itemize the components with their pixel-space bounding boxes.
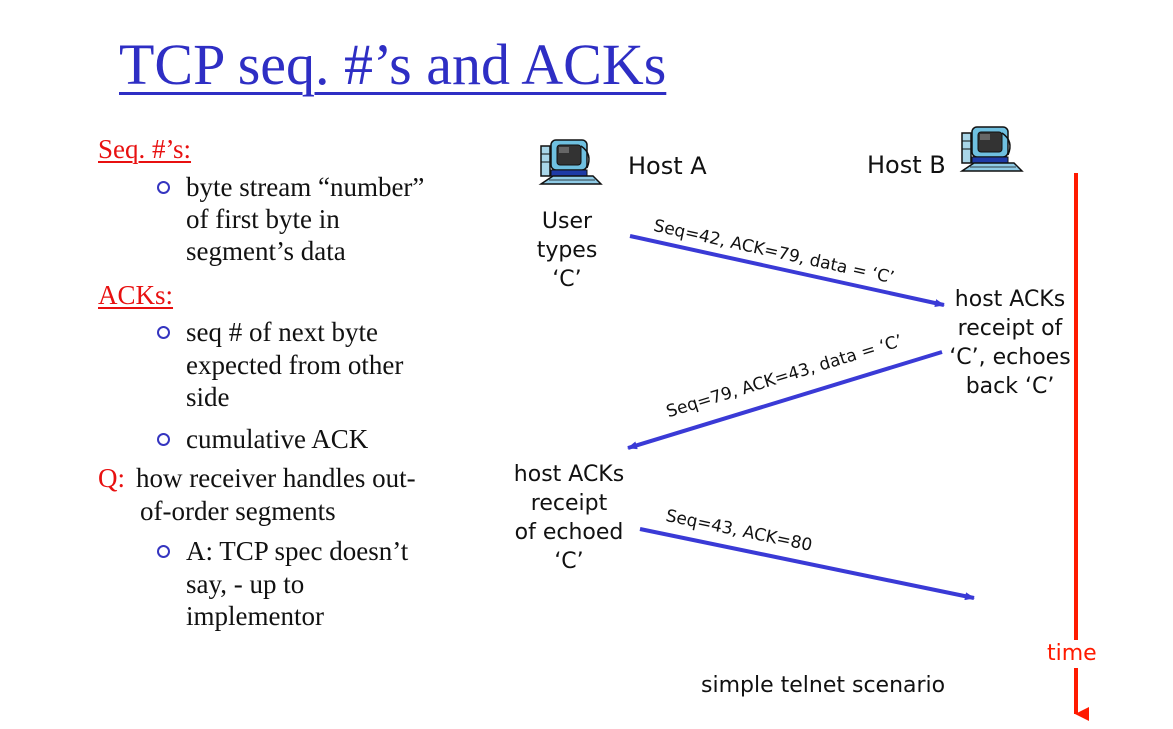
host-b-label: Host B [867, 151, 946, 179]
question-prefix: Q: [98, 463, 125, 493]
seq-bullet-line-1: byte stream “number” [186, 172, 425, 202]
message-arrow-1 [629, 234, 945, 307]
host-a-ack-line-2: receipt [530, 491, 608, 516]
host-b-ack-line-1: host ACKs [954, 287, 1066, 312]
ack-bullet-line-3: side [186, 382, 230, 412]
seq-bullet-line-3: segment’s data [186, 236, 346, 266]
seq-heading: Seq. #’s: [98, 134, 192, 164]
ack-bullet-line-1: seq # of next byte [186, 317, 378, 347]
seq-bullet-line-2: of first byte in [186, 204, 340, 234]
host-a-computer-icon [540, 139, 602, 185]
host-b-ack-line-3: ‘C’, echoes [949, 345, 1071, 370]
host-a-ack-line-3: of echoed [514, 520, 624, 545]
bullet-icon [157, 326, 170, 339]
host-b-ack-line-2: receipt of [957, 316, 1063, 341]
ack-bullet-line-2: expected from other [186, 350, 404, 380]
answer-line-2: say, - up to [186, 569, 305, 599]
slide-title: TCP seq. #’s and ACKs [119, 32, 667, 97]
question-line-1: how receiver handles out- [136, 463, 416, 493]
host-a-ack-line-4: ‘C’ [554, 549, 584, 574]
ack-bullet-2-line-1: cumulative ACK [186, 424, 369, 454]
host-b-computer-icon [961, 126, 1023, 172]
host-b-ack-line-4: back ‘C’ [965, 374, 1055, 399]
user-types-line-1: User [541, 209, 593, 234]
host-a-ack-line-1: host ACKs [513, 462, 625, 487]
diagram-caption: simple telnet scenario [701, 673, 946, 698]
question-line-2: of-order segments [140, 496, 336, 526]
user-types-line-3: ‘C’ [552, 267, 582, 292]
host-a-label: Host A [628, 152, 707, 180]
message-arrow-3 [639, 527, 975, 601]
bullet-icon [157, 181, 170, 194]
message-arrow-2 [627, 350, 943, 450]
user-types-line-2: types [536, 238, 598, 263]
bullet-icon [157, 433, 170, 446]
answer-line-1: A: TCP spec doesn’t [186, 536, 409, 566]
time-label: time [1047, 641, 1097, 666]
answer-line-3: implementor [186, 601, 324, 631]
bullet-icon [157, 545, 170, 558]
acks-heading: ACKs: [98, 280, 174, 310]
